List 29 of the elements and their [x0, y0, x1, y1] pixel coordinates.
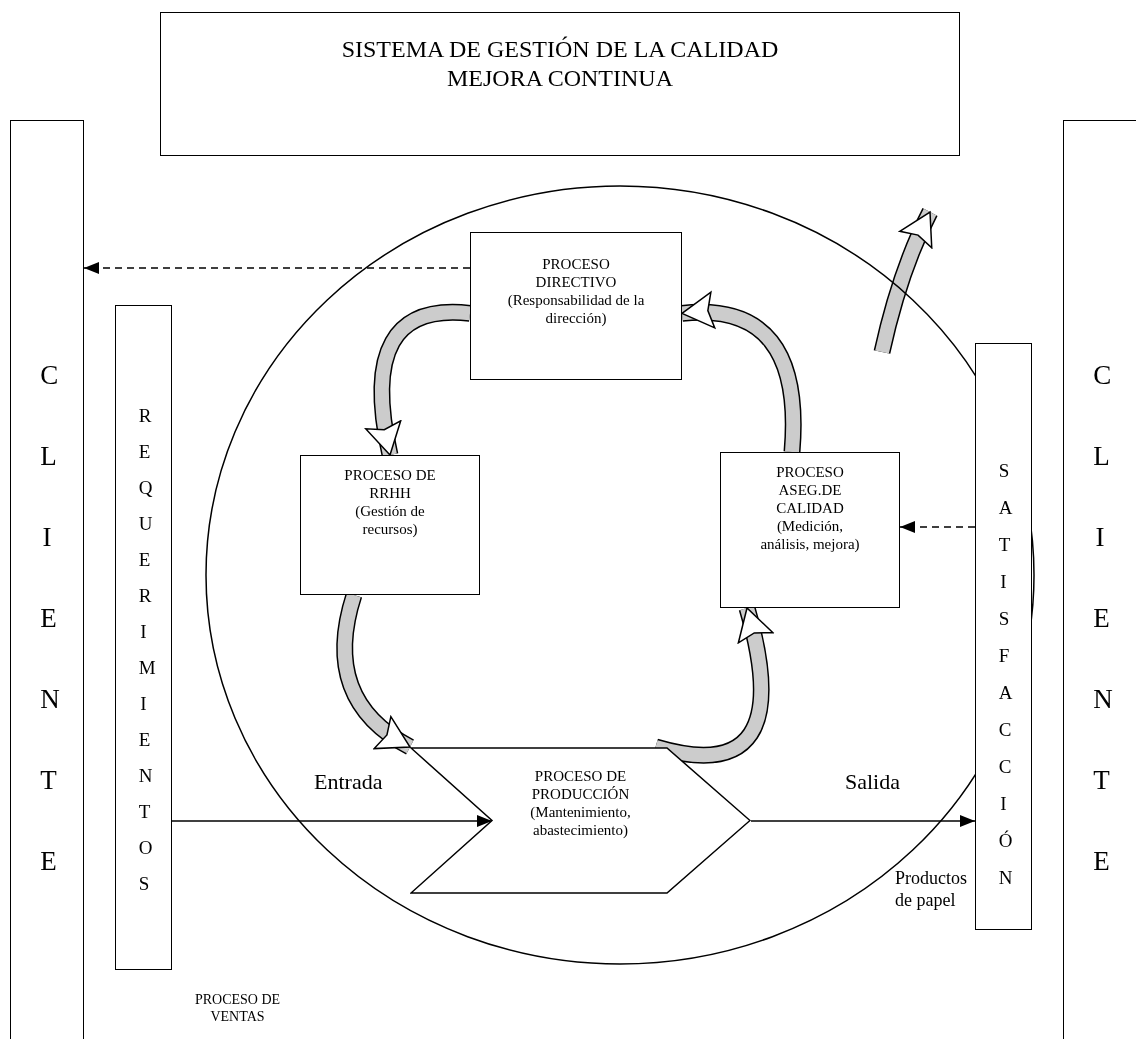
chevron-shape [410, 747, 751, 894]
process-circle [205, 185, 1035, 965]
vertical-label: CLIENTE [1093, 359, 1121, 878]
process-box [720, 452, 900, 608]
vertical-text-box [1063, 120, 1136, 1039]
vertical-text-box [115, 305, 172, 970]
vertical-text-box [10, 120, 84, 1039]
box-heading: PROCESO DIRECTIVO [534, 255, 618, 291]
box-description: (Mantenimiento, abastecimiento) [529, 803, 632, 839]
box-description: (Responsabilidad de la dirección) [506, 291, 646, 327]
vertical-label: REQUERIMIENTOS [138, 404, 158, 896]
box-heading: SISTEMA DE GESTIÓN DE LA CALIDAD MEJORA CONTINUA [340, 35, 780, 93]
box-description: (Medición, análisis, mejora) [759, 517, 861, 553]
note-text: Productos de papel [895, 868, 968, 912]
curved-arrow [681, 292, 802, 453]
vertical-label: CLIENTE [40, 359, 68, 878]
process-box [470, 232, 682, 380]
box-heading: PROCESO DE RRHH [343, 466, 437, 502]
note-text: PROCESO DE VENTAS [193, 992, 282, 1026]
vertical-label: SATISFACCIÓN [998, 459, 1018, 890]
process-box [160, 12, 960, 156]
box-heading: PROCESO ASEG.DE CALIDAD [775, 463, 845, 517]
arrow [899, 521, 976, 533]
box-heading: PROCESO DE PRODUCCIÓN [530, 767, 631, 803]
arrow [750, 815, 976, 827]
arrow [83, 262, 471, 274]
process-box [300, 455, 480, 595]
curved-arrow [365, 303, 471, 457]
box-description: (Gestión de recursos) [354, 502, 426, 538]
